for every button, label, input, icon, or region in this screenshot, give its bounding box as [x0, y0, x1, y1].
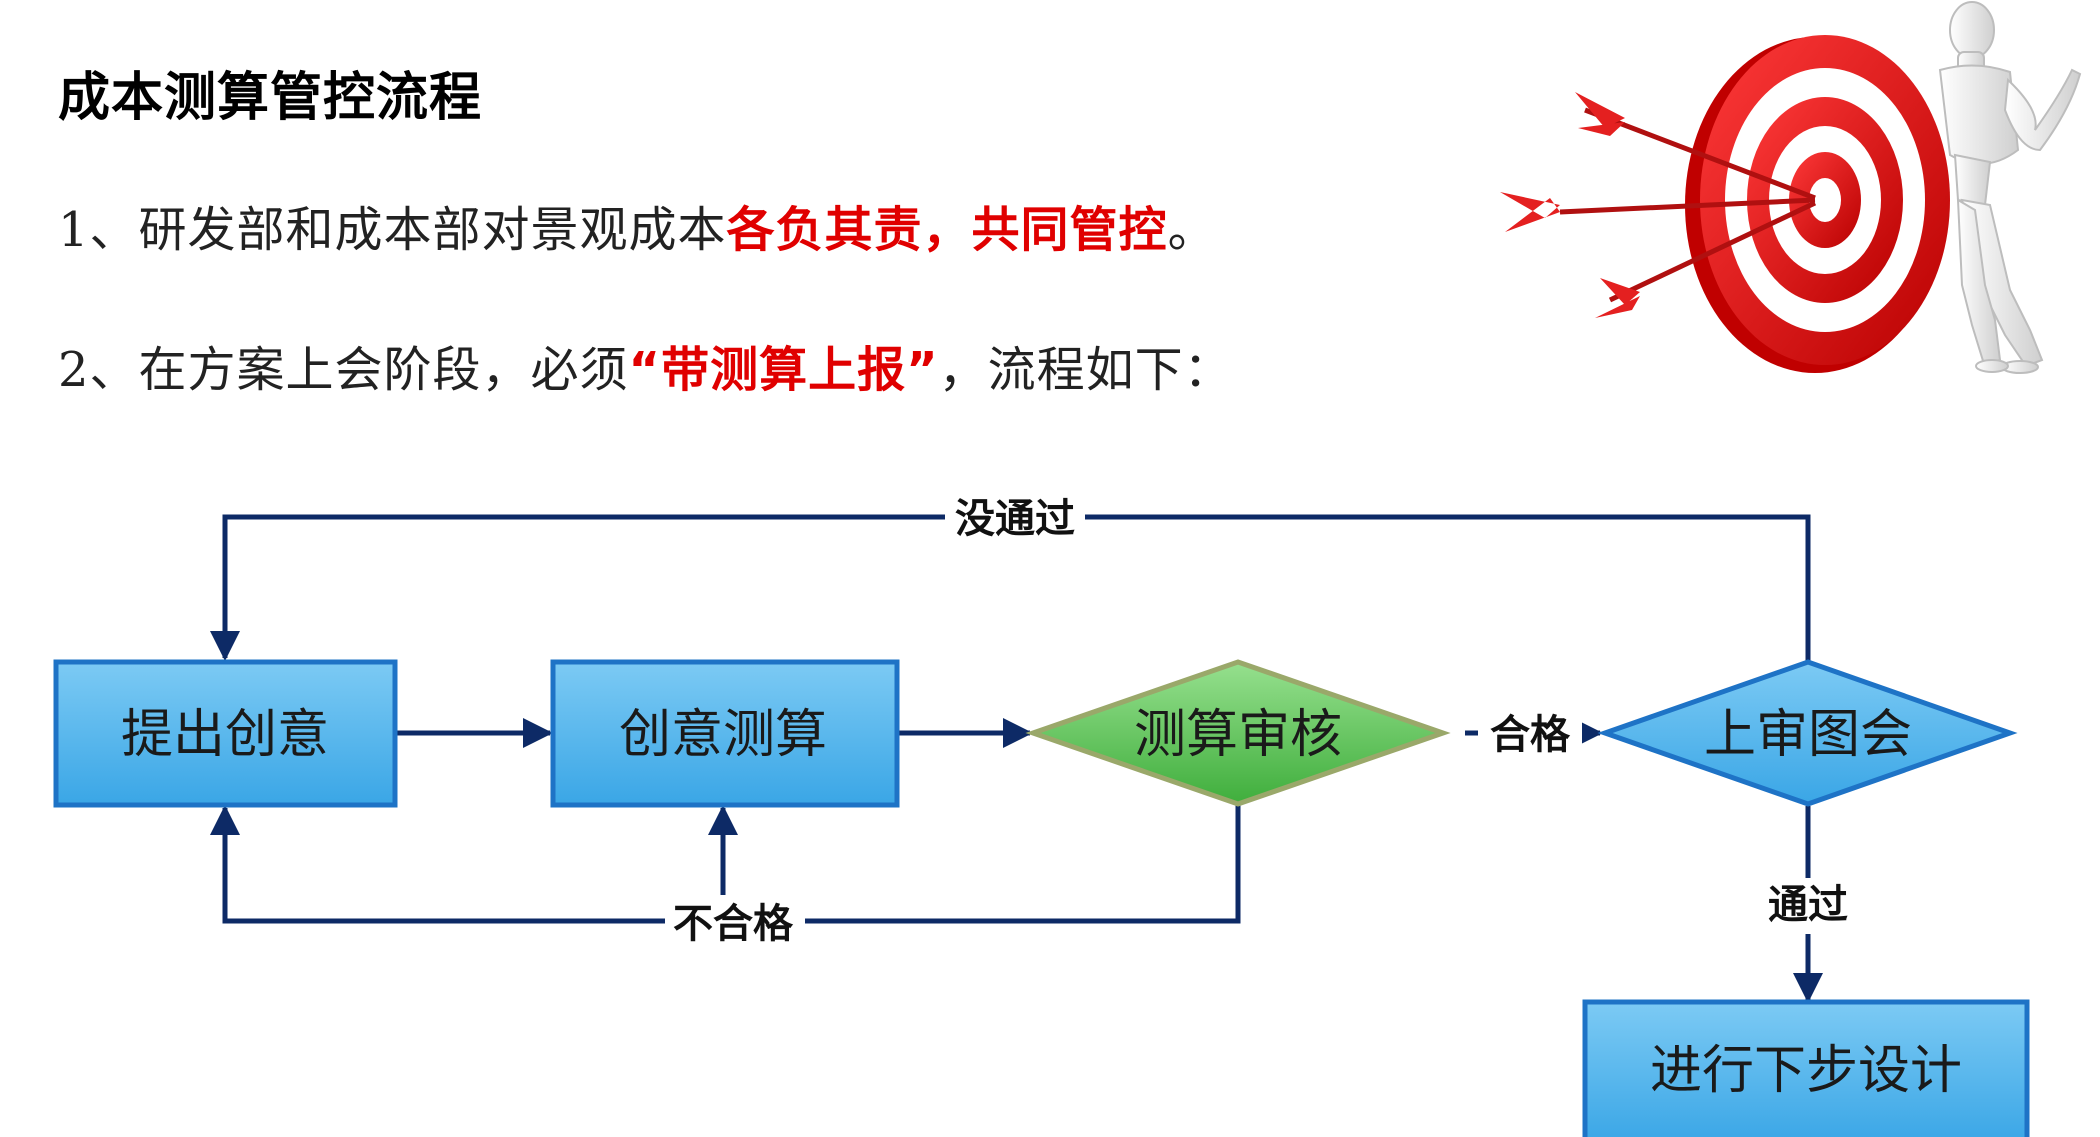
- label-fail-meeting: 没通过: [955, 496, 1075, 542]
- point-2-highlight: “带测算上报”: [628, 342, 939, 398]
- node-next-label: 进行下步设计: [1650, 1041, 1962, 1101]
- label-pass-review: 合格: [1490, 712, 1571, 758]
- point-2: 2、在方案上会阶段，必须“带测算上报”，流程如下：: [58, 330, 1233, 400]
- point-1-suffix: 。: [1167, 202, 1217, 258]
- node-review-label: 测算审核: [1134, 705, 1342, 765]
- dart-arrows-icon: [1500, 92, 1817, 318]
- node-meeting-label: 上审图会: [1704, 705, 1912, 765]
- node-meeting: 上审图会: [1597, 659, 2018, 807]
- mannequin-icon: [1938, 1, 2082, 374]
- point-1: 1、研发部和成本部对景观成本各负其责，共同管控。: [58, 190, 1217, 260]
- node-estimate-label: 创意测算: [619, 705, 827, 765]
- node-propose: 提出创意: [53, 659, 398, 808]
- node-next: 进行下步设计: [1582, 999, 2030, 1137]
- target-illustration: [1500, 1, 2082, 374]
- page-title: 成本测算管控流程: [58, 68, 483, 128]
- edge-labels: 没通过 合格 不合格 通过: [665, 490, 1864, 949]
- label-fail-review: 不合格: [673, 901, 794, 947]
- node-review: 测算审核: [1025, 659, 1451, 807]
- point-1-text: 1、研发部和成本部对景观成本: [58, 202, 727, 258]
- node-propose-label: 提出创意: [121, 705, 329, 765]
- node-estimate: 创意测算: [550, 659, 900, 808]
- point-2-text: 2、在方案上会阶段，必须: [58, 342, 629, 398]
- point-2-suffix: ，流程如下：: [938, 342, 1233, 398]
- label-pass-meeting: 通过: [1768, 882, 1848, 928]
- point-1-highlight: 各负其责，共同管控: [726, 202, 1168, 258]
